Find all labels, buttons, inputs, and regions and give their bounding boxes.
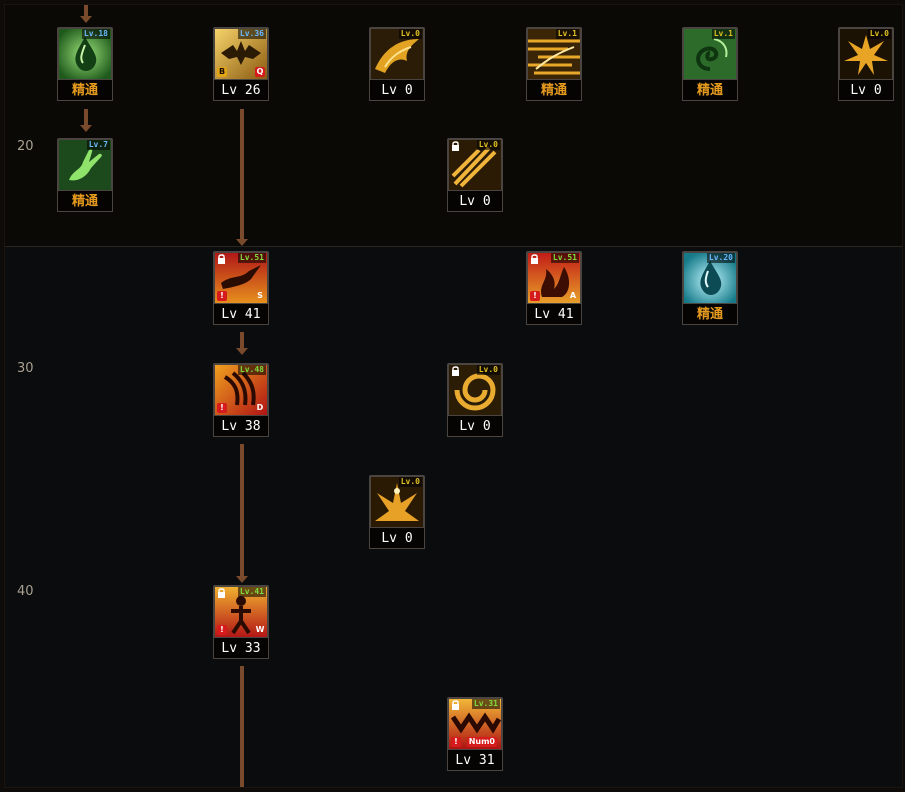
skill-caption: 精通 bbox=[57, 190, 113, 212]
connector-r3c2-r4c2 bbox=[240, 332, 244, 349]
skill-slot[interactable]: Lv.18 精通 bbox=[57, 27, 113, 105]
figure-icon[interactable]: Lv.41 ! W bbox=[213, 585, 269, 639]
slash-icon[interactable]: Lv.0 bbox=[447, 138, 503, 192]
connector-arrow bbox=[80, 16, 92, 23]
skill-badge-left: B bbox=[217, 67, 227, 77]
lock-icon bbox=[218, 588, 225, 598]
flame-icon[interactable]: Lv.51 ! A bbox=[526, 251, 582, 305]
skill-level-tag: Lv.7 bbox=[86, 140, 110, 150]
lock-icon bbox=[218, 254, 225, 264]
skill-caption: Lv 26 bbox=[213, 79, 269, 101]
skill-slot[interactable]: Lv.41 ! W Lv 33 bbox=[213, 585, 269, 663]
tree-separator bbox=[5, 246, 902, 247]
skill-level-tag: Lv.48 bbox=[237, 365, 266, 375]
skill-caption: Lv 0 bbox=[447, 190, 503, 212]
skill-badge-right: A bbox=[569, 291, 577, 300]
skill-caption: Lv 0 bbox=[838, 79, 894, 101]
connector-r4c2-r6c2 bbox=[240, 444, 244, 577]
skill-caption: Lv 41 bbox=[213, 303, 269, 325]
level-marker-40: 40 bbox=[17, 584, 34, 599]
burst-icon[interactable]: Lv.0 bbox=[838, 27, 894, 81]
skill-caption: Lv 31 bbox=[447, 749, 503, 771]
skill-slot[interactable]: Lv.0 Lv 0 bbox=[838, 27, 894, 105]
connector-r1c1-r2c1 bbox=[84, 109, 88, 125]
skill-slot[interactable]: Lv.1 精通 bbox=[682, 27, 738, 105]
swirl-icon[interactable]: Lv.1 bbox=[682, 27, 738, 81]
connector-arrow bbox=[236, 576, 248, 583]
skill-badge-right: D bbox=[256, 403, 264, 412]
skill-slot[interactable]: Lv.48 ! D Lv 38 bbox=[213, 363, 269, 441]
skill-level-tag: Lv.31 bbox=[471, 699, 500, 709]
skill-slot[interactable]: Lv.0 Lv 0 bbox=[369, 27, 425, 105]
skill-caption: 精通 bbox=[682, 303, 738, 325]
hand-icon[interactable]: Lv.7 bbox=[57, 138, 113, 192]
connector-r1c2-r3c2 bbox=[240, 109, 244, 240]
skill-level-tag: Lv.0 bbox=[398, 29, 422, 39]
connector-arrow bbox=[236, 348, 248, 355]
claw-icon[interactable]: Lv.48 ! D bbox=[213, 363, 269, 417]
connector-arrow bbox=[80, 125, 92, 132]
skill-caption: Lv 38 bbox=[213, 415, 269, 437]
rise-icon[interactable]: Lv.0 bbox=[369, 475, 425, 529]
level-marker-20: 20 bbox=[17, 139, 34, 154]
skill-caption: 精通 bbox=[526, 79, 582, 101]
skill-badge-left: ! bbox=[217, 403, 227, 413]
skill-slot[interactable]: Lv.51 ! S Lv 41 bbox=[213, 251, 269, 329]
connector-r6c2-down bbox=[240, 666, 244, 787]
skill-caption: Lv 0 bbox=[369, 527, 425, 549]
dash-icon[interactable]: Lv.51 ! S bbox=[213, 251, 269, 305]
connector-arrow bbox=[236, 239, 248, 246]
bat-icon[interactable]: Lv.36 B Q bbox=[213, 27, 269, 81]
skill-caption: Lv 41 bbox=[526, 303, 582, 325]
zigzag-icon[interactable]: Lv.31 ! Num0 bbox=[447, 697, 503, 751]
skill-slot[interactable]: Lv.51 ! A Lv 41 bbox=[526, 251, 582, 329]
skill-level-tag: Lv.0 bbox=[867, 29, 891, 39]
skill-caption: 精通 bbox=[57, 79, 113, 101]
skill-caption: Lv 0 bbox=[369, 79, 425, 101]
skill-slot[interactable]: Lv.0 Lv 0 bbox=[369, 475, 425, 553]
wing-icon[interactable]: Lv.0 bbox=[369, 27, 425, 81]
skill-slot[interactable]: Lv.0 Lv 0 bbox=[447, 363, 503, 441]
stripes-icon[interactable]: Lv.1 bbox=[526, 27, 582, 81]
lock-icon bbox=[452, 700, 459, 710]
skill-level-tag: Lv.41 bbox=[237, 587, 266, 597]
skill-caption: Lv 0 bbox=[447, 415, 503, 437]
skill-level-tag: Lv.51 bbox=[237, 253, 266, 263]
lock-icon bbox=[531, 254, 538, 264]
skill-slot[interactable]: Lv.36 B Q Lv 26 bbox=[213, 27, 269, 105]
skill-slot[interactable]: Lv.1 精通 bbox=[526, 27, 582, 105]
skill-badge-right: Num0 bbox=[466, 737, 497, 747]
level-marker-30: 30 bbox=[17, 361, 34, 376]
skill-badge-left: ! bbox=[217, 625, 227, 635]
skill-slot[interactable]: Lv.20 精通 bbox=[682, 251, 738, 329]
connector-top bbox=[84, 5, 88, 17]
skill-badge-right: Q bbox=[255, 67, 265, 77]
water-drop-icon[interactable]: Lv.20 bbox=[682, 251, 738, 305]
lock-icon bbox=[452, 366, 459, 376]
drop-icon[interactable]: Lv.18 bbox=[57, 27, 113, 81]
skill-badge-left: ! bbox=[217, 291, 227, 301]
skill-slot[interactable]: Lv.7 精通 bbox=[57, 138, 113, 216]
skill-caption: 精通 bbox=[682, 79, 738, 101]
skill-badge-right: W bbox=[255, 625, 265, 634]
skill-level-tag: Lv.0 bbox=[398, 477, 422, 487]
skill-level-tag: Lv.0 bbox=[476, 365, 500, 375]
skill-level-tag: Lv.1 bbox=[555, 29, 579, 39]
skill-level-tag: Lv.1 bbox=[711, 29, 735, 39]
skill-caption: Lv 33 bbox=[213, 637, 269, 659]
skill-slot[interactable]: Lv.31 ! Num0 Lv 31 bbox=[447, 697, 503, 775]
skill-badge-left: ! bbox=[451, 737, 461, 747]
skill-slot[interactable]: Lv.0 Lv 0 bbox=[447, 138, 503, 216]
skill-level-tag: Lv.18 bbox=[81, 29, 110, 39]
skill-level-tag: Lv.36 bbox=[237, 29, 266, 39]
skill-tree-panel: 20 30 40 Lv.18 精通 bbox=[4, 4, 903, 788]
skill-level-tag: Lv.0 bbox=[476, 140, 500, 150]
skill-level-tag: Lv.20 bbox=[706, 253, 735, 263]
skill-level-tag: Lv.51 bbox=[550, 253, 579, 263]
skill-badge-right: S bbox=[257, 291, 263, 300]
spiral-icon[interactable]: Lv.0 bbox=[447, 363, 503, 417]
skill-badge-left: ! bbox=[530, 291, 540, 301]
lock-icon bbox=[452, 141, 459, 151]
